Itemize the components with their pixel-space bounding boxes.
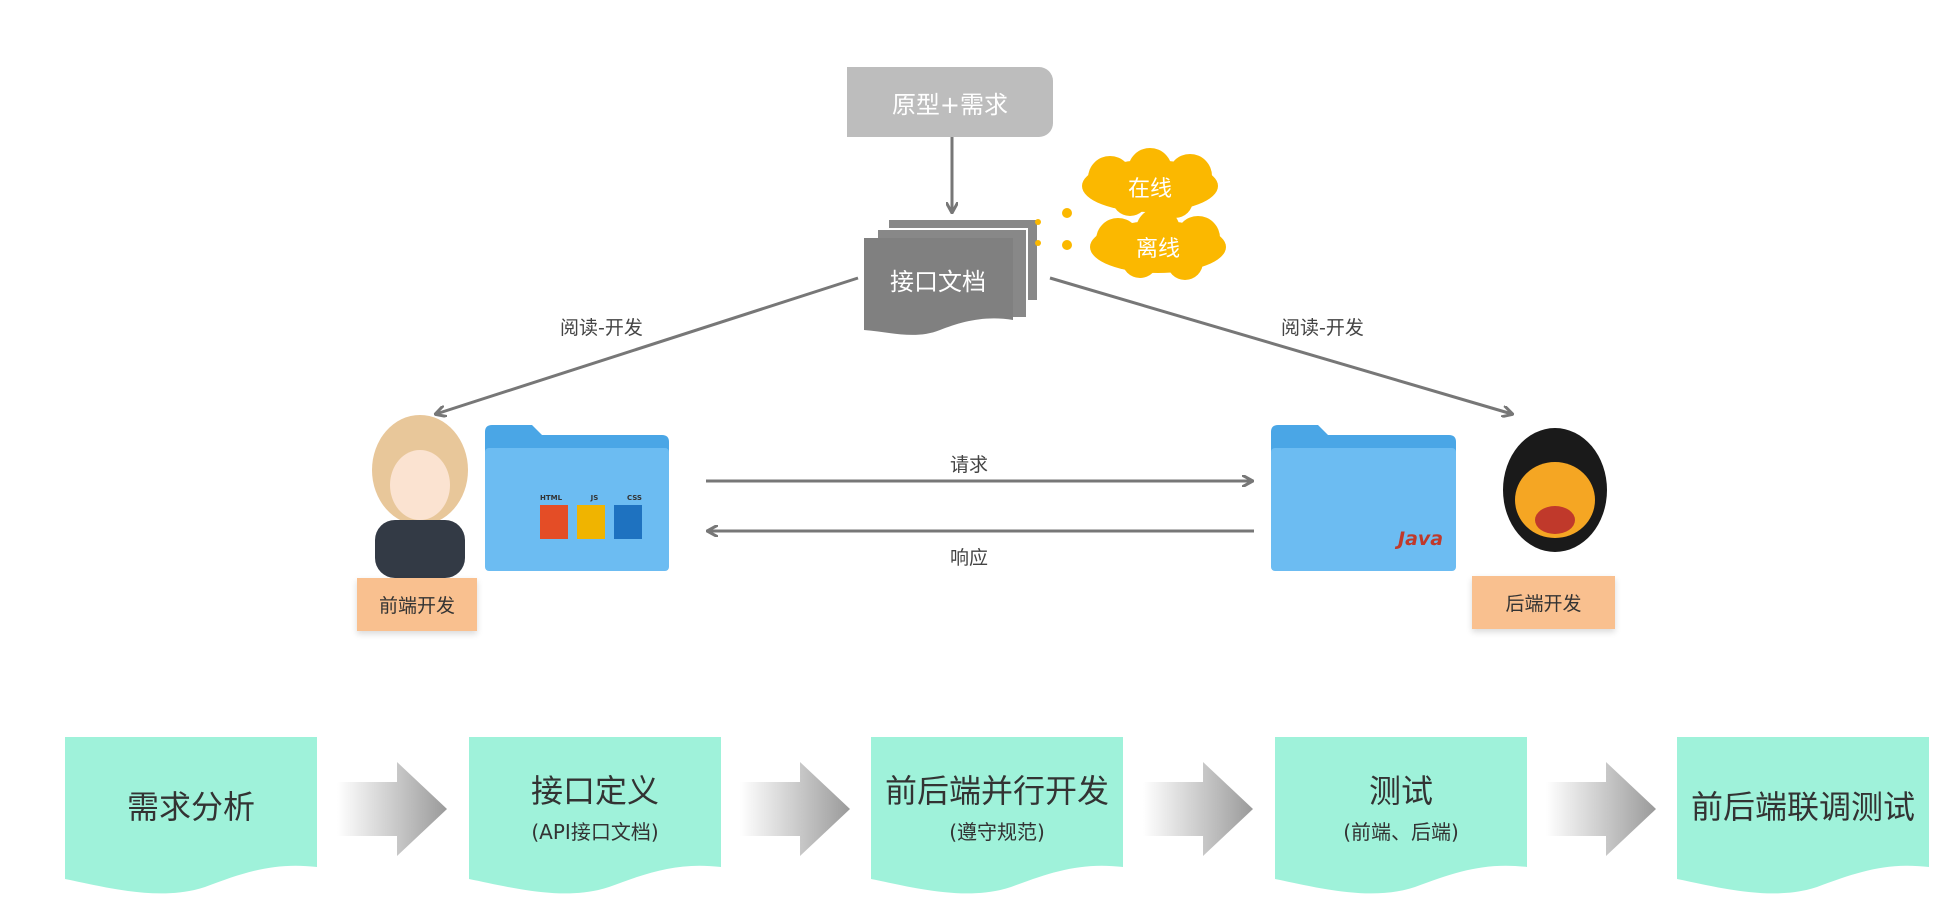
step-title: 接口定义 [530, 771, 659, 810]
java-icon: Java [1398, 528, 1444, 550]
frontend-developer-avatar [372, 415, 468, 578]
backend-role-label: 后端开发 [1472, 576, 1615, 629]
step-title: 前后端联调测试 [1690, 788, 1915, 826]
step-subtitle: (遵守规范) [949, 819, 1045, 844]
prototype-requirements-box: 原型+需求 [847, 67, 1053, 137]
step-title: 需求分析 [126, 788, 255, 826]
html5-icon: HTML [540, 494, 563, 502]
step-interface-definition: 接口定义 (API接口文档) [469, 737, 721, 895]
arrow-to-frontend [436, 276, 859, 414]
offline-cloud: 离线 [1135, 237, 1180, 262]
step-arrows [337, 762, 1656, 856]
read-develop-left-label: 阅读-开发 [560, 317, 643, 339]
js-icon: JS [590, 494, 599, 502]
arrow-to-backend [1049, 276, 1512, 414]
step-subtitle: (API接口文档) [531, 819, 659, 844]
frontend-folder-icon [485, 425, 669, 571]
step-title: 测试 [1368, 771, 1433, 810]
doc-stack-icon [864, 218, 1039, 335]
web-badges: HTML JS CSS [540, 494, 642, 502]
css3-icon: CSS [626, 494, 642, 502]
step-title: 前后端并行开发 [884, 771, 1109, 810]
step-parallel-development: 前后端并行开发 (遵守规范) [871, 737, 1123, 895]
backend-developer-avatar [1503, 428, 1607, 552]
step-requirements-analysis: 需求分析 [65, 737, 317, 895]
backend-folder-icon [1271, 425, 1456, 571]
step-subtitle: (前端、后端) [1343, 819, 1459, 844]
read-develop-right-label: 阅读-开发 [1281, 317, 1364, 339]
cloud-icons [1035, 148, 1226, 280]
step-integration-testing: 前后端联调测试 [1677, 737, 1929, 895]
online-cloud: 在线 [1127, 177, 1172, 202]
frontend-role-label: 前端开发 [357, 578, 477, 631]
step-testing: 测试 (前端、后端) [1275, 737, 1527, 895]
response-label: 响应 [950, 547, 989, 569]
api-doc-label: 接口文档 [890, 268, 986, 296]
request-label: 请求 [950, 454, 989, 476]
